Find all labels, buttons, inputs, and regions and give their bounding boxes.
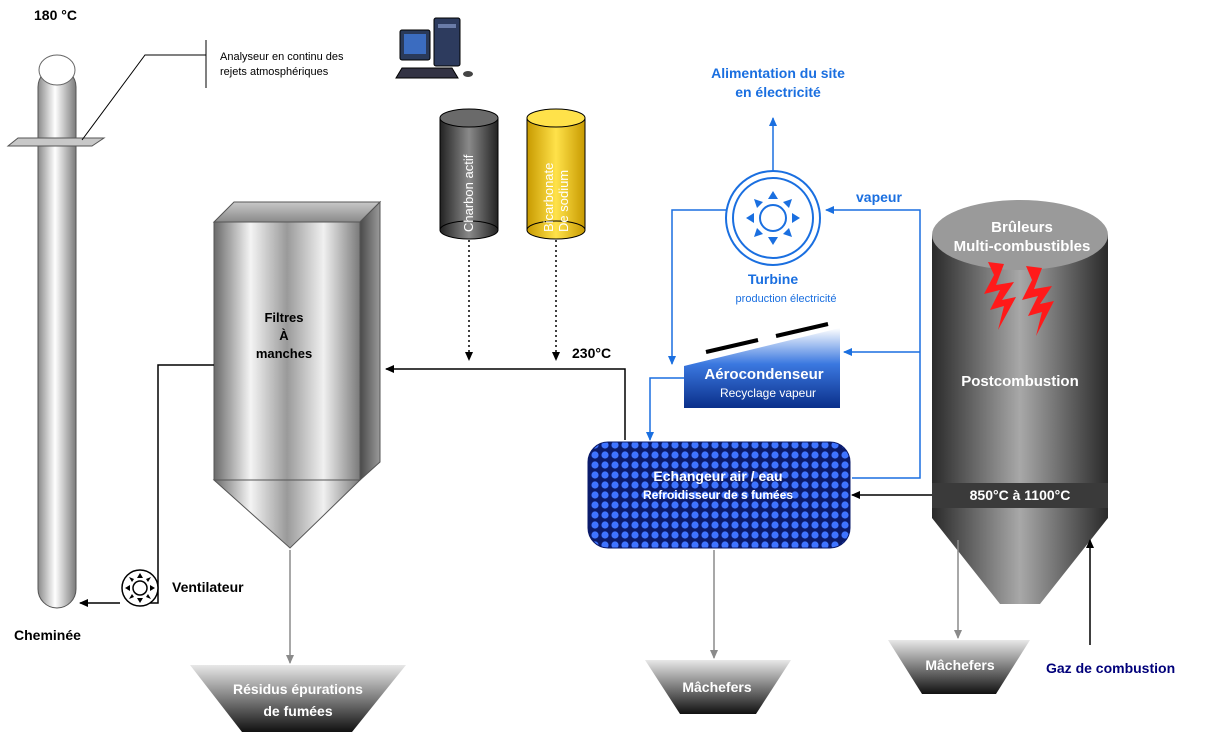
machefers-hopper-1 — [645, 660, 791, 714]
computer-icon — [395, 17, 473, 79]
filter-label-line3: manches — [256, 346, 312, 361]
furnace — [932, 200, 1108, 604]
analyzer-connector — [81, 54, 206, 141]
flue-to-filter-line — [385, 365, 626, 440]
flame-icon — [984, 262, 1054, 336]
aerocondenseur-title: Aérocondenseur — [704, 366, 823, 383]
temperature-230: 230°C — [572, 345, 611, 361]
silo-bicarbonate-label-1: Bicarbonate — [541, 163, 556, 232]
silo-charbon-label: Charbon actif — [461, 154, 476, 232]
postcombustion-label: Postcombustion — [961, 373, 1079, 390]
turbine-title: Turbine — [748, 271, 799, 287]
silo-charbon-actif — [439, 108, 499, 240]
turbine-icon — [725, 170, 821, 266]
analyzer-label-line1: Analyseur en continu des — [220, 51, 344, 63]
gaz-label: Gaz de combustion — [1046, 660, 1175, 676]
aerocondenseur-subtitle: Recyclage vapeur — [720, 386, 816, 400]
residus-hopper — [190, 665, 406, 732]
machefers-label-2: Mâchefers — [925, 657, 994, 673]
filter-to-fan-line — [140, 364, 214, 604]
filter-label-line1: Filtres — [264, 310, 303, 325]
alimentation-label-line2: en électricité — [735, 84, 821, 100]
silo-bicarbonate-label-2: De sodium — [556, 170, 571, 232]
machefers-label-1: Mâchefers — [682, 679, 751, 695]
steam-to-turbine-line — [825, 206, 921, 479]
furnace-temperature-band: 850°C à 1100°C — [970, 487, 1071, 503]
chimney-label: Cheminée — [14, 627, 81, 643]
ventilateur-icon — [121, 569, 159, 607]
bag-filter — [212, 200, 382, 549]
vapeur-label: vapeur — [856, 189, 902, 205]
filter-label-line2: À — [279, 328, 289, 343]
machefers-hopper-2 — [888, 640, 1030, 694]
ventilateur-label: Ventilateur — [172, 579, 244, 595]
condensate-return-line — [646, 377, 686, 441]
aerocondenseur — [684, 322, 840, 408]
alimentation-label-line1: Alimentation du site — [711, 65, 845, 81]
chimney — [6, 54, 106, 609]
residus-label-line1: Résidus épurations — [233, 681, 363, 697]
echangeur-label-line2: Refroidisseur de s fumées — [643, 488, 793, 502]
analyzer-label-line2: rejets atmosphériques — [220, 66, 329, 78]
turbine-to-aerocondenser-line — [668, 209, 726, 365]
residus-label-line2: de fumées — [263, 703, 332, 719]
furnace-label-line2: Multi-combustibles — [954, 238, 1091, 255]
furnace-label-line1: Brûleurs — [991, 219, 1053, 236]
silo-bicarbonate — [526, 108, 586, 240]
echangeur-label-line1: Echangeur air / eau — [653, 468, 782, 484]
chimney-temperature: 180 °C — [34, 7, 77, 23]
turbine-subtitle: production électricité — [736, 293, 837, 305]
echangeur — [587, 441, 851, 549]
